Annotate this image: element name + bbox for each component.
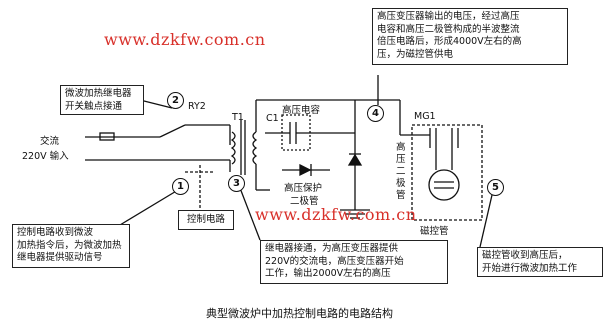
hv-protect-label-2: 二极管	[290, 196, 319, 207]
marker-5: 5	[487, 179, 504, 196]
ac-input-label-2: 220V 输入	[22, 151, 69, 162]
note-high-voltage: 高压变压器输出的电压，经过高压 电容和高压二极管构成的半波整流 倍压电路后，形成…	[372, 8, 568, 65]
relay-contact-arm	[159, 124, 186, 138]
note-relay-on: 继电器接通，为高压变压器提供 220V的交流电，高压变压器开始 工作，输出200…	[260, 240, 448, 284]
note-line: 220V的交流电，高压变压器开始	[265, 255, 404, 267]
note-line: 电容和高压二极管构成的半波整流	[377, 23, 520, 35]
hv-diode-char: 二	[396, 166, 406, 177]
hv-capacitor-box	[281, 114, 311, 151]
note-line: 继电器接通，为高压变压器提供	[265, 243, 399, 254]
watermark-top: www.dzkfw.com.cn	[104, 30, 266, 49]
note-line: 继电器提供驱动信号	[17, 252, 103, 263]
note-line: 开关触点接通	[65, 100, 123, 112]
marker-4: 4	[367, 105, 384, 122]
note-line: 磁控管收到高压后，	[482, 250, 568, 261]
control-circuit-box: 控制电路	[178, 210, 234, 230]
magnetron-tube	[428, 169, 460, 201]
note-line: 控制电路收到微波	[17, 227, 94, 238]
note-line: 工作，输出2000V左右的高压	[265, 268, 391, 279]
marker-1: 1	[172, 178, 189, 195]
watermark-bottom: www.dzkfw.com.cn	[255, 205, 417, 224]
c1-label: C1	[266, 113, 279, 124]
note-line: 加热指令后，为微波加热	[17, 239, 122, 251]
note-line: 开始进行微波加热工作	[482, 262, 578, 274]
transformer-secondary	[252, 131, 258, 165]
hv-diode-vertical-label: 高 压 二 极 管	[396, 142, 408, 202]
note-line: 压，为磁控管供电	[377, 48, 454, 60]
ac-input-label-1: 交流	[40, 136, 60, 147]
transformer-primary	[230, 131, 236, 165]
marker-2: 2	[167, 92, 184, 109]
note-magnetron-work: 磁控管收到高压后， 开始进行微波加热工作	[477, 247, 603, 277]
hv-diode-char: 高	[396, 142, 406, 153]
note-line: 高压变压器输出的电压，经过高压	[377, 11, 520, 22]
mg1-label: MG1	[414, 111, 436, 122]
magnetron-box	[411, 124, 483, 221]
hv-diode-char: 极	[396, 178, 406, 189]
magnetron-label: 磁控管	[420, 226, 449, 237]
hv-protect-label-1: 高压保护	[284, 183, 323, 194]
note-line: 微波加热继电器	[65, 88, 132, 99]
fuse	[99, 132, 115, 141]
note-relay-contact: 微波加热继电器 开关触点接通	[60, 85, 144, 115]
hv-capacitor-label: 高压电容	[282, 105, 321, 116]
t1-label: T1	[232, 112, 244, 123]
hv-diode-char: 压	[396, 154, 406, 165]
marker-3: 3	[228, 175, 245, 192]
hv-diode-char: 管	[396, 190, 406, 201]
note-line: 倍压电路后，形成4000V左右的高	[377, 36, 522, 47]
note-control-signal: 控制电路收到微波 加热指令后，为微波加热 继电器提供驱动信号	[12, 224, 130, 268]
control-circuit-label: 控制电路	[186, 214, 225, 225]
ry2-label: RY2	[188, 101, 206, 112]
figure-caption: 典型微波炉中加热控制电路的电路结构	[206, 307, 393, 320]
